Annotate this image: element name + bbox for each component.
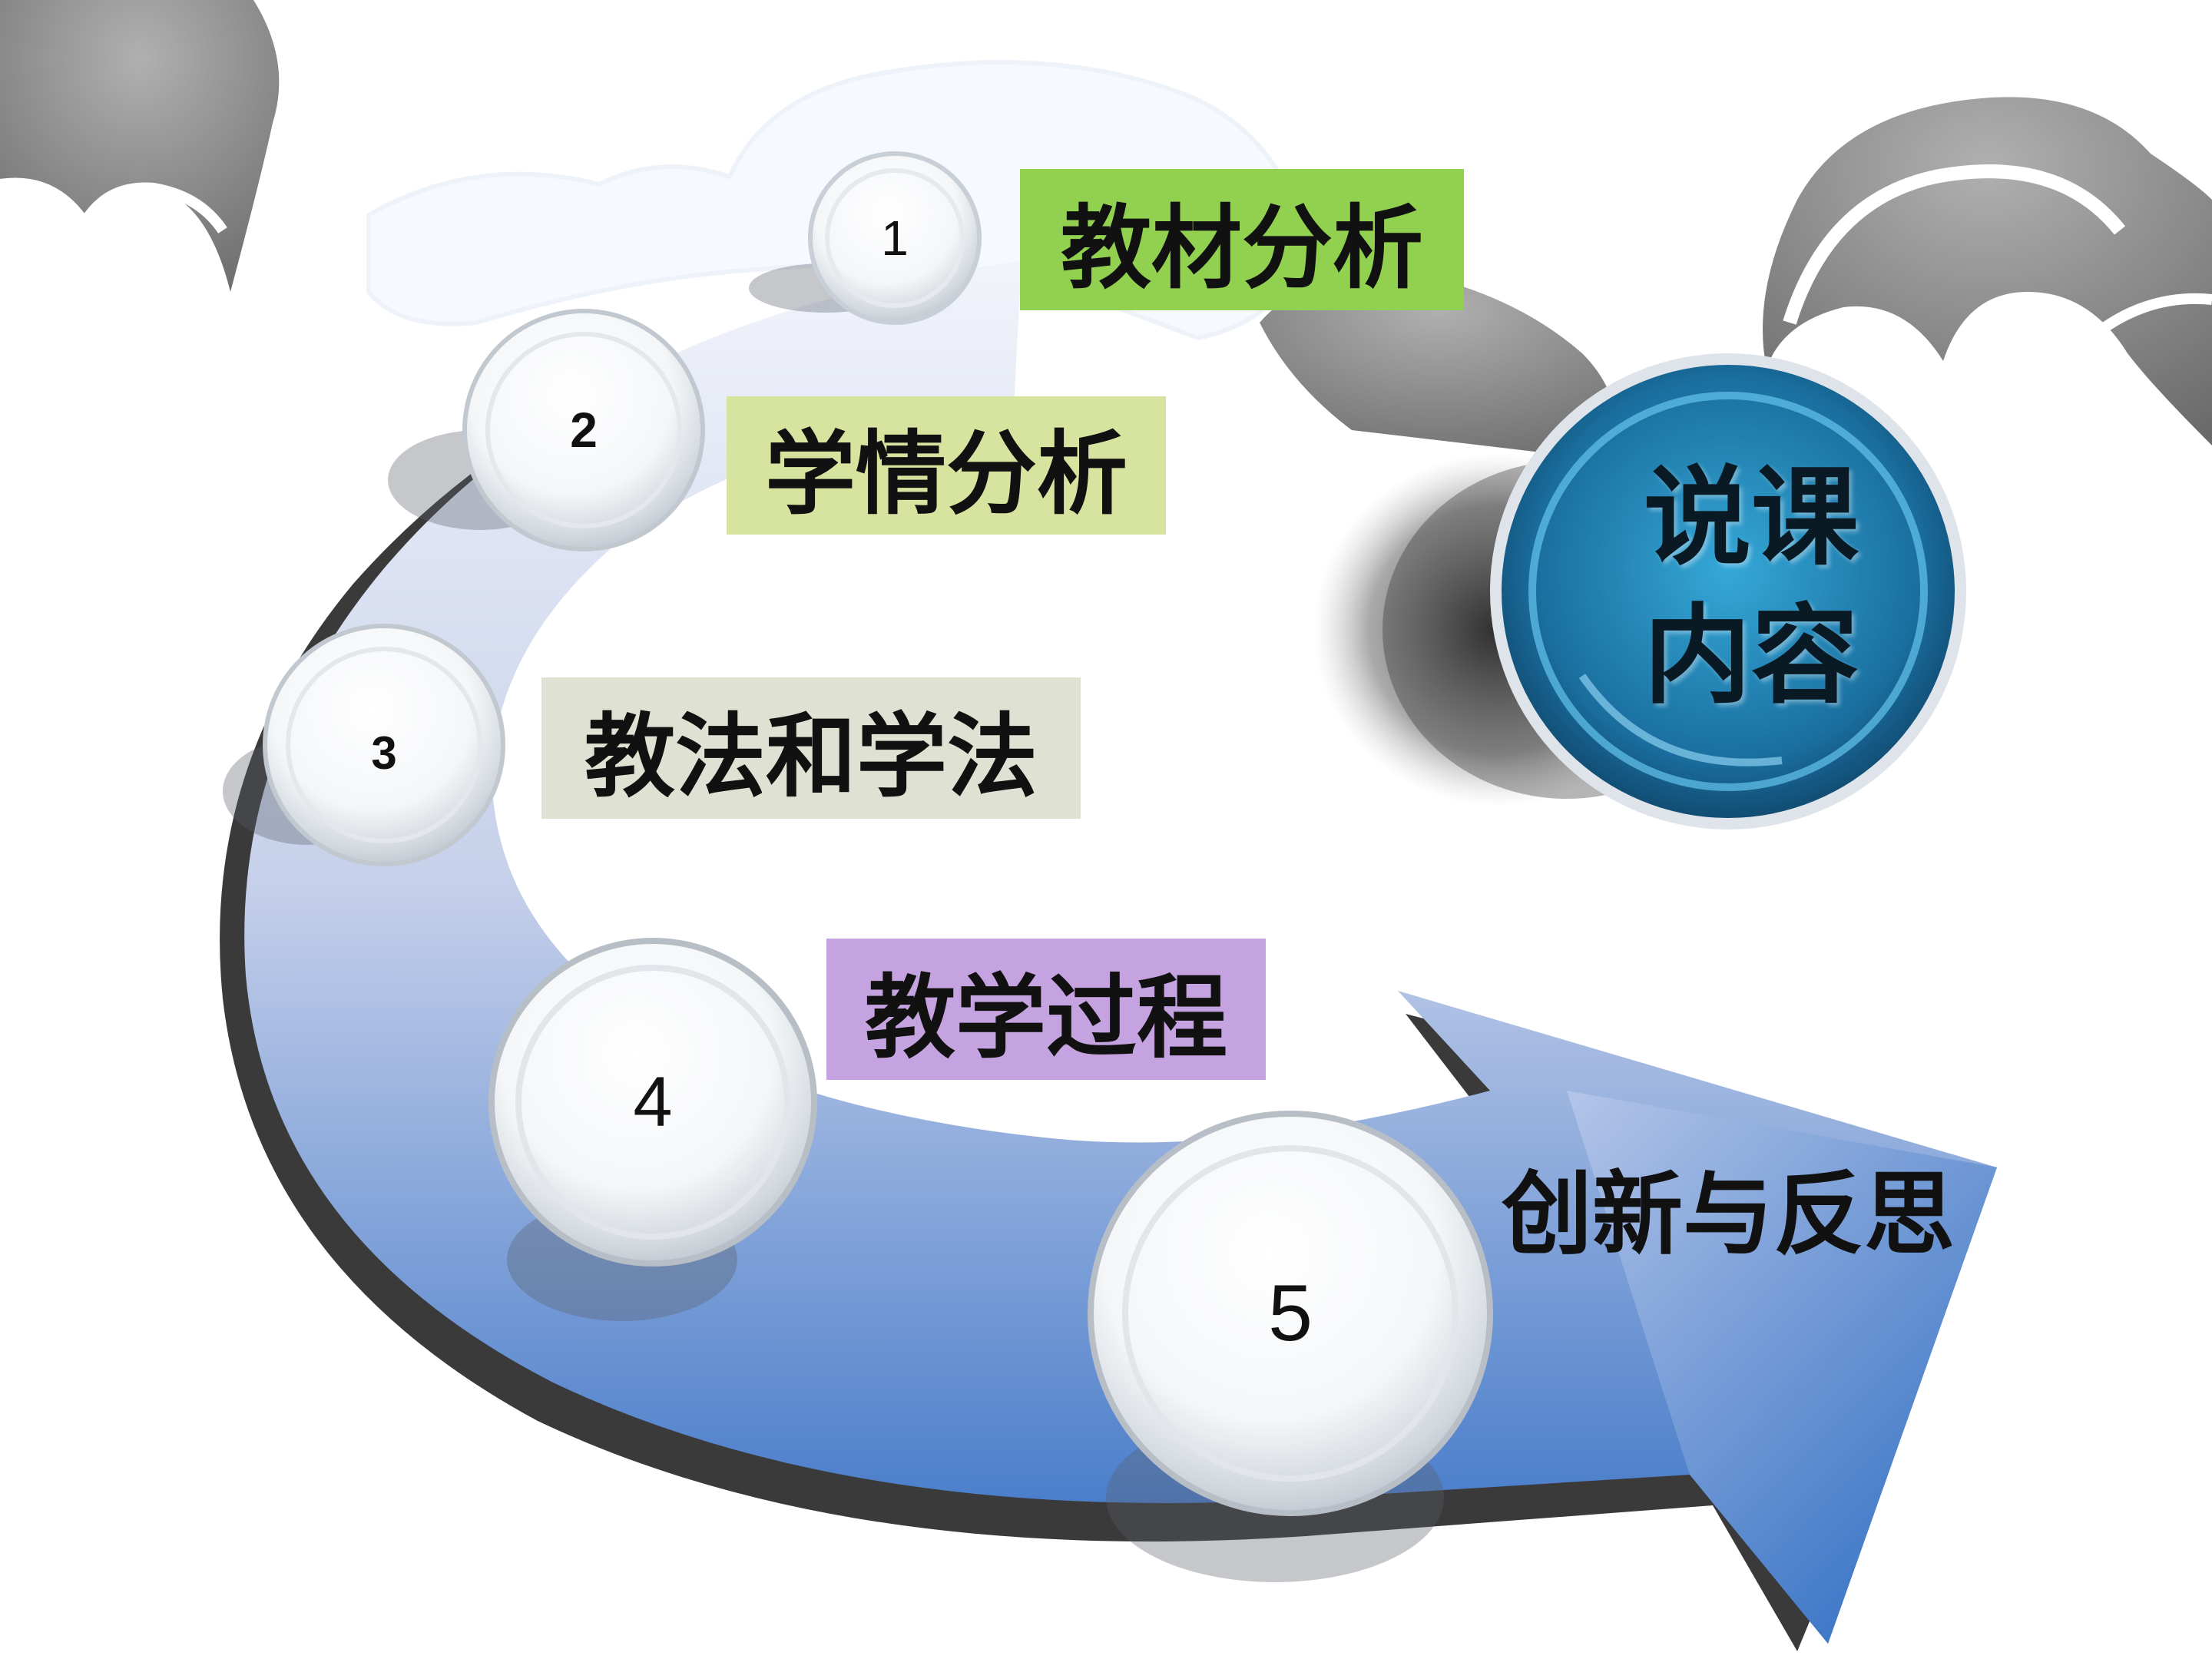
step-label-5: 创新与反思 xyxy=(1501,1160,1955,1267)
glass-circle-icon xyxy=(488,938,817,1267)
glass-circle-icon xyxy=(263,624,505,866)
curved-arrow-icon xyxy=(220,261,1998,1651)
glass-circle-icon xyxy=(1313,353,1966,830)
center-title-line2: 内容 xyxy=(1643,594,1859,719)
step-number-2: 2 xyxy=(570,402,598,458)
step-label-4: 教学过程 xyxy=(826,939,1266,1080)
cloud-icon xyxy=(1763,97,2212,445)
step-label-2: 学情分析 xyxy=(727,396,1166,535)
cloud-icon xyxy=(0,0,280,292)
glass-circle-icon xyxy=(1088,1111,1493,1516)
glass-circle-icon xyxy=(808,151,982,325)
glass-circle-icon xyxy=(462,309,705,551)
step-label-1: 教材分析 xyxy=(1020,169,1464,310)
step-label-3: 教法和学法 xyxy=(541,677,1081,819)
step-number-5: 5 xyxy=(1268,1268,1313,1358)
center-title-line1: 说课 xyxy=(1643,455,1859,581)
step-number-4: 4 xyxy=(633,1062,673,1141)
step-number-3: 3 xyxy=(371,727,397,779)
center-title: 说课 内容 xyxy=(1598,449,1905,726)
step-number-1: 1 xyxy=(881,210,909,266)
